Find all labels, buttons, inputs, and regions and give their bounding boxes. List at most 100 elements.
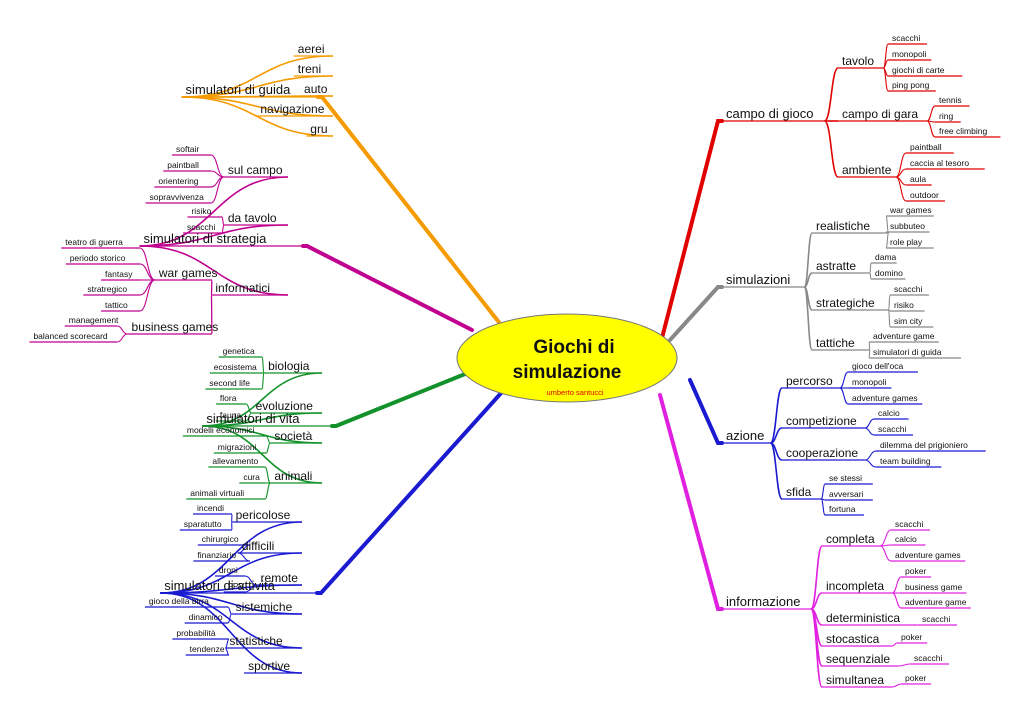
branch-informazione-incompleta-business-game[interactable]: business game	[905, 582, 962, 592]
branch-simulatori-di-strategia-informatici-business-games-balanced-scorecard[interactable]: balanced scorecard	[33, 331, 107, 341]
branch-campo-di-gioco-tavolo-monopoli[interactable]: monopoli	[892, 49, 927, 59]
branch-azione-cooperazione[interactable]: cooperazione	[786, 446, 858, 460]
branch-simulatori-di-vita-biologia-ecosistema[interactable]: ecosistema	[214, 362, 257, 372]
branch-campo-di-gioco-ambiente[interactable]: ambiente	[842, 163, 892, 177]
branch-simulatori-di-attivita-remote-fpv[interactable]: FPV	[228, 581, 245, 591]
branch-simulatori-di-attivita-sistemiche-gioco-della-birra[interactable]: gioco della birra	[149, 596, 209, 606]
branch-simulatori-di-attivita-statistiche[interactable]: statistiche	[229, 634, 283, 648]
branch-azione-competizione[interactable]: competizione	[786, 414, 857, 428]
branch-campo-di-gioco-tavolo-scacchi[interactable]: scacchi	[892, 33, 920, 43]
branch-azione-cooperazione-dilemma-del-prigioniero[interactable]: dilemma del prigioniero	[880, 440, 968, 450]
branch-azione-sfida[interactable]: sfida	[786, 485, 812, 499]
branch-simulatori-di-strategia-informatici-war-games-periodo-storico[interactable]: periodo storico	[70, 253, 126, 263]
branch-simulazioni-astratte-dama[interactable]: dama	[875, 252, 897, 262]
branch-simulatori-di-strategia[interactable]: simulatori di strategia	[144, 231, 268, 246]
branch-simulazioni[interactable]: simulazioni	[726, 272, 790, 287]
branch-simulatori-di-strategia-da-tavolo[interactable]: da tavolo	[228, 211, 277, 225]
branch-campo-di-gioco-campo-di-gara-tennis[interactable]: tennis	[939, 95, 962, 105]
branch-simulazioni-realistiche-role-play[interactable]: role play	[890, 237, 923, 247]
branch-campo-di-gioco-campo-di-gara-ring[interactable]: ring	[939, 111, 953, 121]
branch-simulatori-di-strategia-sul-campo-softair[interactable]: softair	[176, 144, 199, 154]
branch-azione-competizione-calcio[interactable]: calcio	[878, 408, 900, 418]
branch-simulatori-di-strategia-informatici-war-games-fantasy[interactable]: fantasy	[105, 269, 133, 279]
branch-simulatori-di-attivita-remote[interactable]: remote	[261, 571, 299, 585]
branch-simulatori-di-attivita-pericolose[interactable]: pericolose	[236, 508, 291, 522]
branch-campo-di-gioco-ambiente-paintball[interactable]: paintball	[910, 142, 942, 152]
branch-simulatori-di-strategia-informatici-business-games[interactable]: business games	[132, 320, 219, 334]
branch-campo-di-gioco-campo-di-gara-free-climbing[interactable]: free climbing	[939, 126, 987, 136]
branch-simulatori-di-attivita-difficili[interactable]: difficili	[242, 539, 274, 553]
branch-simulazioni-astratte-domino[interactable]: domino	[875, 268, 903, 278]
branch-campo-di-gioco-ambiente-aula[interactable]: aula	[910, 174, 926, 184]
central-topic-ellipse[interactable]	[456, 313, 678, 403]
branch-simulatori-di-attivita-statistiche-tendenze[interactable]: tendenze	[190, 644, 225, 654]
branch-simulatori-di-vita-animali[interactable]: animali	[274, 469, 312, 483]
branch-simulatori-di-vita-societa-modelli-economici[interactable]: modelli economici	[187, 425, 255, 435]
branch-simulazioni-strategiche-sim-city[interactable]: sim city	[894, 316, 923, 326]
branch-simulatori-di-vita-societa-migrazioni[interactable]: migrazioni	[218, 442, 257, 452]
branch-simulatori-di-strategia-sul-campo-orientering[interactable]: orientering	[158, 176, 198, 186]
branch-informazione-sequenziale[interactable]: sequenziale	[826, 652, 890, 666]
branch-informazione-deterministica[interactable]: deterministica	[826, 611, 900, 625]
branch-azione-sfida-fortuna[interactable]: fortuna	[829, 504, 856, 514]
branch-simulatori-di-strategia-sul-campo-sopravvivenza[interactable]: sopravvivenza	[150, 192, 205, 202]
branch-azione-percorso-monopoli[interactable]: monopoli	[852, 377, 887, 387]
branch-informazione-simultanea[interactable]: simultanea	[826, 673, 884, 687]
branch-simulatori-di-strategia-sul-campo-paintball[interactable]: paintball	[167, 160, 199, 170]
branch-azione-percorso-adventure-games[interactable]: adventure games	[852, 393, 918, 403]
branch-simulatori-di-guida[interactable]: simulatori di guida	[186, 82, 292, 97]
branch-simulatori-di-strategia-informatici-war-games[interactable]: war games	[158, 266, 218, 280]
branch-azione[interactable]: azione	[726, 428, 764, 443]
branch-campo-di-gioco-tavolo-ping-pong[interactable]: ping pong	[892, 80, 930, 90]
branch-azione-percorso-gioco-dell-oca[interactable]: gioco dell'oca	[852, 361, 904, 371]
branch-simulatori-di-strategia-da-tavolo-risiko[interactable]: risiko	[191, 206, 211, 216]
branch-simulatori-di-vita-evoluzione-flora[interactable]: flora	[220, 393, 237, 403]
branch-simulatori-di-vita-biologia[interactable]: biologia	[268, 359, 310, 373]
branch-informazione-stocastica-poker[interactable]: poker	[901, 632, 922, 642]
branch-azione-sfida-se-stessi[interactable]: se stessi	[829, 473, 862, 483]
branch-simulatori-di-vita[interactable]: simulatori di vita	[206, 411, 300, 426]
branch-simulatori-di-strategia-informatici-war-games-teatro-di-guerra[interactable]: teatro di guerra	[65, 237, 123, 247]
branch-simulatori-di-guida-auto[interactable]: auto	[304, 82, 328, 96]
branch-simulatori-di-vita-biologia-genetica[interactable]: genetica	[223, 346, 255, 356]
branch-simulatori-di-attivita-difficili-chirurgico[interactable]: chirurgico	[202, 534, 239, 544]
branch-simulatori-di-strategia-informatici-business-games-management[interactable]: management	[69, 315, 119, 325]
branch-campo-di-gioco-tavolo[interactable]: tavolo	[842, 54, 874, 68]
branch-simulatori-di-attivita-sportive[interactable]: sportive	[248, 659, 290, 673]
branch-simulatori-di-vita-evoluzione[interactable]: evoluzione	[256, 399, 314, 413]
branch-simulatori-di-attivita[interactable]: simulatori di attività	[164, 578, 275, 593]
branch-simulatori-di-strategia-informatici-war-games-tattico[interactable]: tattico	[105, 300, 128, 310]
branch-informazione-incompleta-poker[interactable]: poker	[905, 566, 926, 576]
branch-azione-percorso[interactable]: percorso	[786, 374, 833, 388]
branch-simulazioni-tattiche-simulatori-di-guida[interactable]: simulatori di guida	[873, 347, 942, 357]
branch-simulatori-di-vita-societa[interactable]: società	[274, 429, 312, 443]
branch-informazione-incompleta[interactable]: incompleta	[826, 579, 884, 593]
branch-simulatori-di-attivita-sistemiche[interactable]: sistemiche	[236, 600, 293, 614]
branch-informazione-completa[interactable]: completa	[826, 532, 875, 546]
branch-simulatori-di-strategia-da-tavolo-scacchi[interactable]: scacchi	[187, 222, 215, 232]
branch-informazione-deterministica-scacchi[interactable]: scacchi	[922, 614, 950, 624]
branch-informazione-incompleta-adventure-game[interactable]: adventure game	[905, 597, 967, 607]
branch-informazione[interactable]: informazione	[726, 594, 800, 609]
branch-informazione-simultanea-poker[interactable]: poker	[905, 673, 926, 683]
branch-simulazioni-tattiche[interactable]: tattiche	[816, 336, 855, 350]
branch-simulatori-di-strategia-informatici[interactable]: informatici	[215, 281, 270, 295]
branch-simulatori-di-vita-animali-cura[interactable]: cura	[243, 472, 260, 482]
branch-simulazioni-strategiche-risiko[interactable]: risiko	[894, 300, 914, 310]
branch-simulatori-di-attivita-difficili-finanziario[interactable]: finanziario	[197, 550, 236, 560]
branch-simulatori-di-attivita-sistemiche-dinamico[interactable]: dinamico	[189, 612, 223, 622]
branch-campo-di-gioco-ambiente-caccia-al-tesoro[interactable]: caccia al tesoro	[910, 158, 969, 168]
branch-azione-sfida-avversari[interactable]: avversari	[829, 489, 864, 499]
branch-azione-competizione-scacchi[interactable]: scacchi	[878, 424, 906, 434]
branch-simulazioni-realistiche-war-games[interactable]: war games	[889, 205, 932, 215]
branch-simulatori-di-vita-animali-animali-virtuali[interactable]: animali virtuali	[190, 488, 244, 498]
branch-informazione-completa-calcio[interactable]: calcio	[895, 534, 917, 544]
branch-informazione-completa-adventure-games[interactable]: adventure games	[895, 550, 961, 560]
branch-simulazioni-astratte[interactable]: astratte	[816, 259, 856, 273]
branch-simulazioni-realistiche-subbuteo[interactable]: subbuteo	[890, 221, 925, 231]
branch-simulatori-di-strategia-informatici-war-games-stratregico[interactable]: stratregico	[87, 284, 127, 294]
branch-simulatori-di-strategia-sul-campo[interactable]: sul campo	[228, 163, 283, 177]
branch-campo-di-gioco-ambiente-outdoor[interactable]: outdoor	[910, 190, 939, 200]
branch-simulatori-di-attivita-remote-droni[interactable]: droni	[219, 565, 238, 575]
branch-campo-di-gioco[interactable]: campo di gioco	[726, 106, 813, 121]
